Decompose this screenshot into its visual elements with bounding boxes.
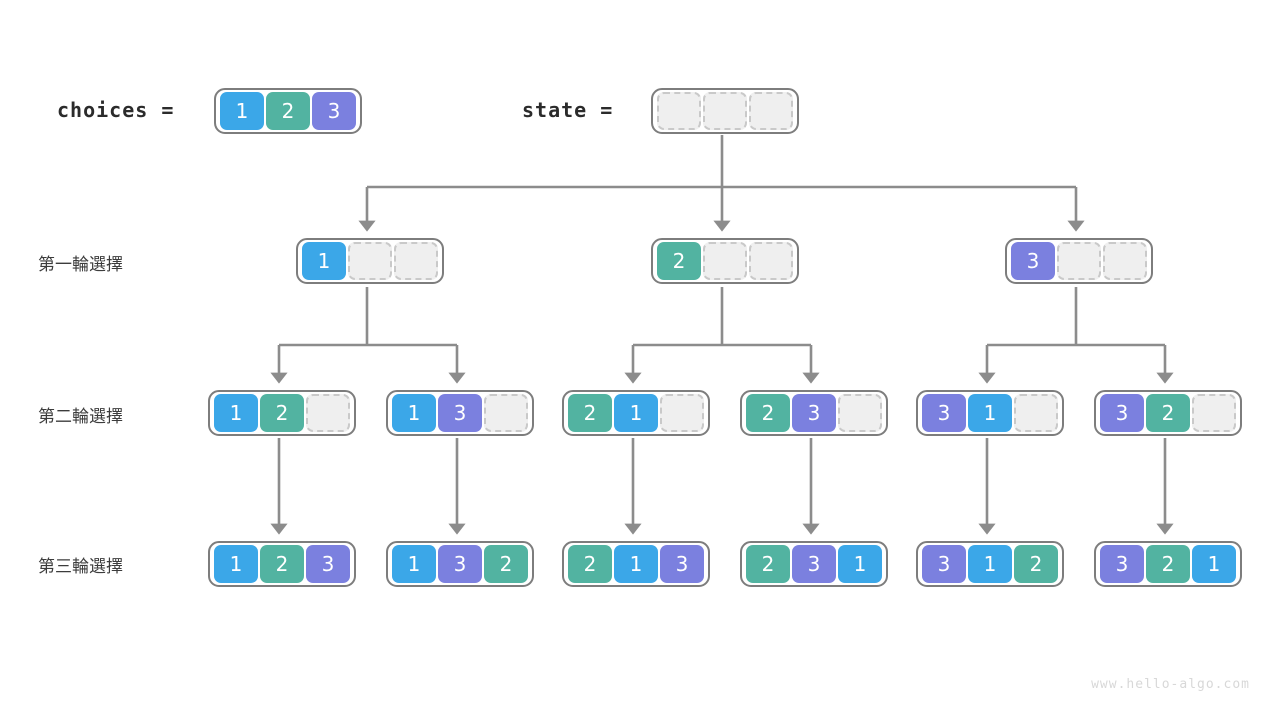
- array-cell-value: 2: [266, 92, 310, 130]
- array-cell-value: 3: [922, 545, 966, 583]
- array-cell-empty: [657, 92, 701, 130]
- array-cell-empty: [306, 394, 350, 432]
- array-cell-value: 3: [1011, 242, 1055, 280]
- array-cell-value: 1: [220, 92, 264, 130]
- node-level1-1: 2: [651, 238, 799, 284]
- array-cell-value: 1: [838, 545, 882, 583]
- array-cell-empty: [703, 92, 747, 130]
- array-cell-value: 1: [968, 394, 1012, 432]
- array-cell-value: 2: [484, 545, 528, 583]
- array-cell-value: 2: [568, 545, 612, 583]
- array-cell-empty: [838, 394, 882, 432]
- array-cell-empty: [1014, 394, 1058, 432]
- array-cell-value: 3: [1100, 394, 1144, 432]
- array-cell-value: 1: [302, 242, 346, 280]
- array-cell-empty: [660, 394, 704, 432]
- row-label-round-1: 第一輪選擇: [38, 255, 123, 275]
- array-cell-empty: [484, 394, 528, 432]
- array-cell-value: 3: [438, 394, 482, 432]
- array-cell-value: 1: [968, 545, 1012, 583]
- array-cell-value: 1: [392, 545, 436, 583]
- array-cell-value: 3: [306, 545, 350, 583]
- choices-label: choices =: [57, 98, 175, 122]
- array-cell-value: 2: [657, 242, 701, 280]
- array-cell-empty: [394, 242, 438, 280]
- array-cell-value: 3: [922, 394, 966, 432]
- array-cell-value: 1: [614, 545, 658, 583]
- array-cell-value: 3: [660, 545, 704, 583]
- array-cell-empty: [703, 242, 747, 280]
- array-cell-value: 2: [746, 394, 790, 432]
- row-label-round-2: 第二輪選擇: [38, 407, 123, 427]
- array-cell-value: 3: [438, 545, 482, 583]
- array-cell-value: 3: [312, 92, 356, 130]
- watermark: www.hello-algo.com: [1091, 677, 1250, 692]
- array-cell-empty: [749, 242, 793, 280]
- array-cell-value: 1: [214, 545, 258, 583]
- array-cell-empty: [1192, 394, 1236, 432]
- array-cell-value: 2: [260, 545, 304, 583]
- row-label-round-3: 第三輪選擇: [38, 557, 123, 577]
- array-cell-value: 1: [214, 394, 258, 432]
- array-cell-value: 2: [260, 394, 304, 432]
- array-cell-value: 1: [392, 394, 436, 432]
- array-cell-value: 2: [568, 394, 612, 432]
- node-level1-2: 3: [1005, 238, 1153, 284]
- array-cell-value: 1: [1192, 545, 1236, 583]
- array-cell-value: 1: [614, 394, 658, 432]
- state-array: [651, 88, 799, 134]
- array-cell-empty: [749, 92, 793, 130]
- array-cell-value: 3: [1100, 545, 1144, 583]
- array-cell-value: 3: [792, 394, 836, 432]
- node-level1-0: 1: [296, 238, 444, 284]
- array-cell-empty: [1057, 242, 1101, 280]
- array-cell-value: 2: [746, 545, 790, 583]
- array-cell-empty: [348, 242, 392, 280]
- array-cell-value: 3: [792, 545, 836, 583]
- state-label: state =: [522, 98, 614, 122]
- array-cell-empty: [1103, 242, 1147, 280]
- array-cell-value: 2: [1146, 545, 1190, 583]
- array-cell-value: 2: [1014, 545, 1058, 583]
- array-cell-value: 2: [1146, 394, 1190, 432]
